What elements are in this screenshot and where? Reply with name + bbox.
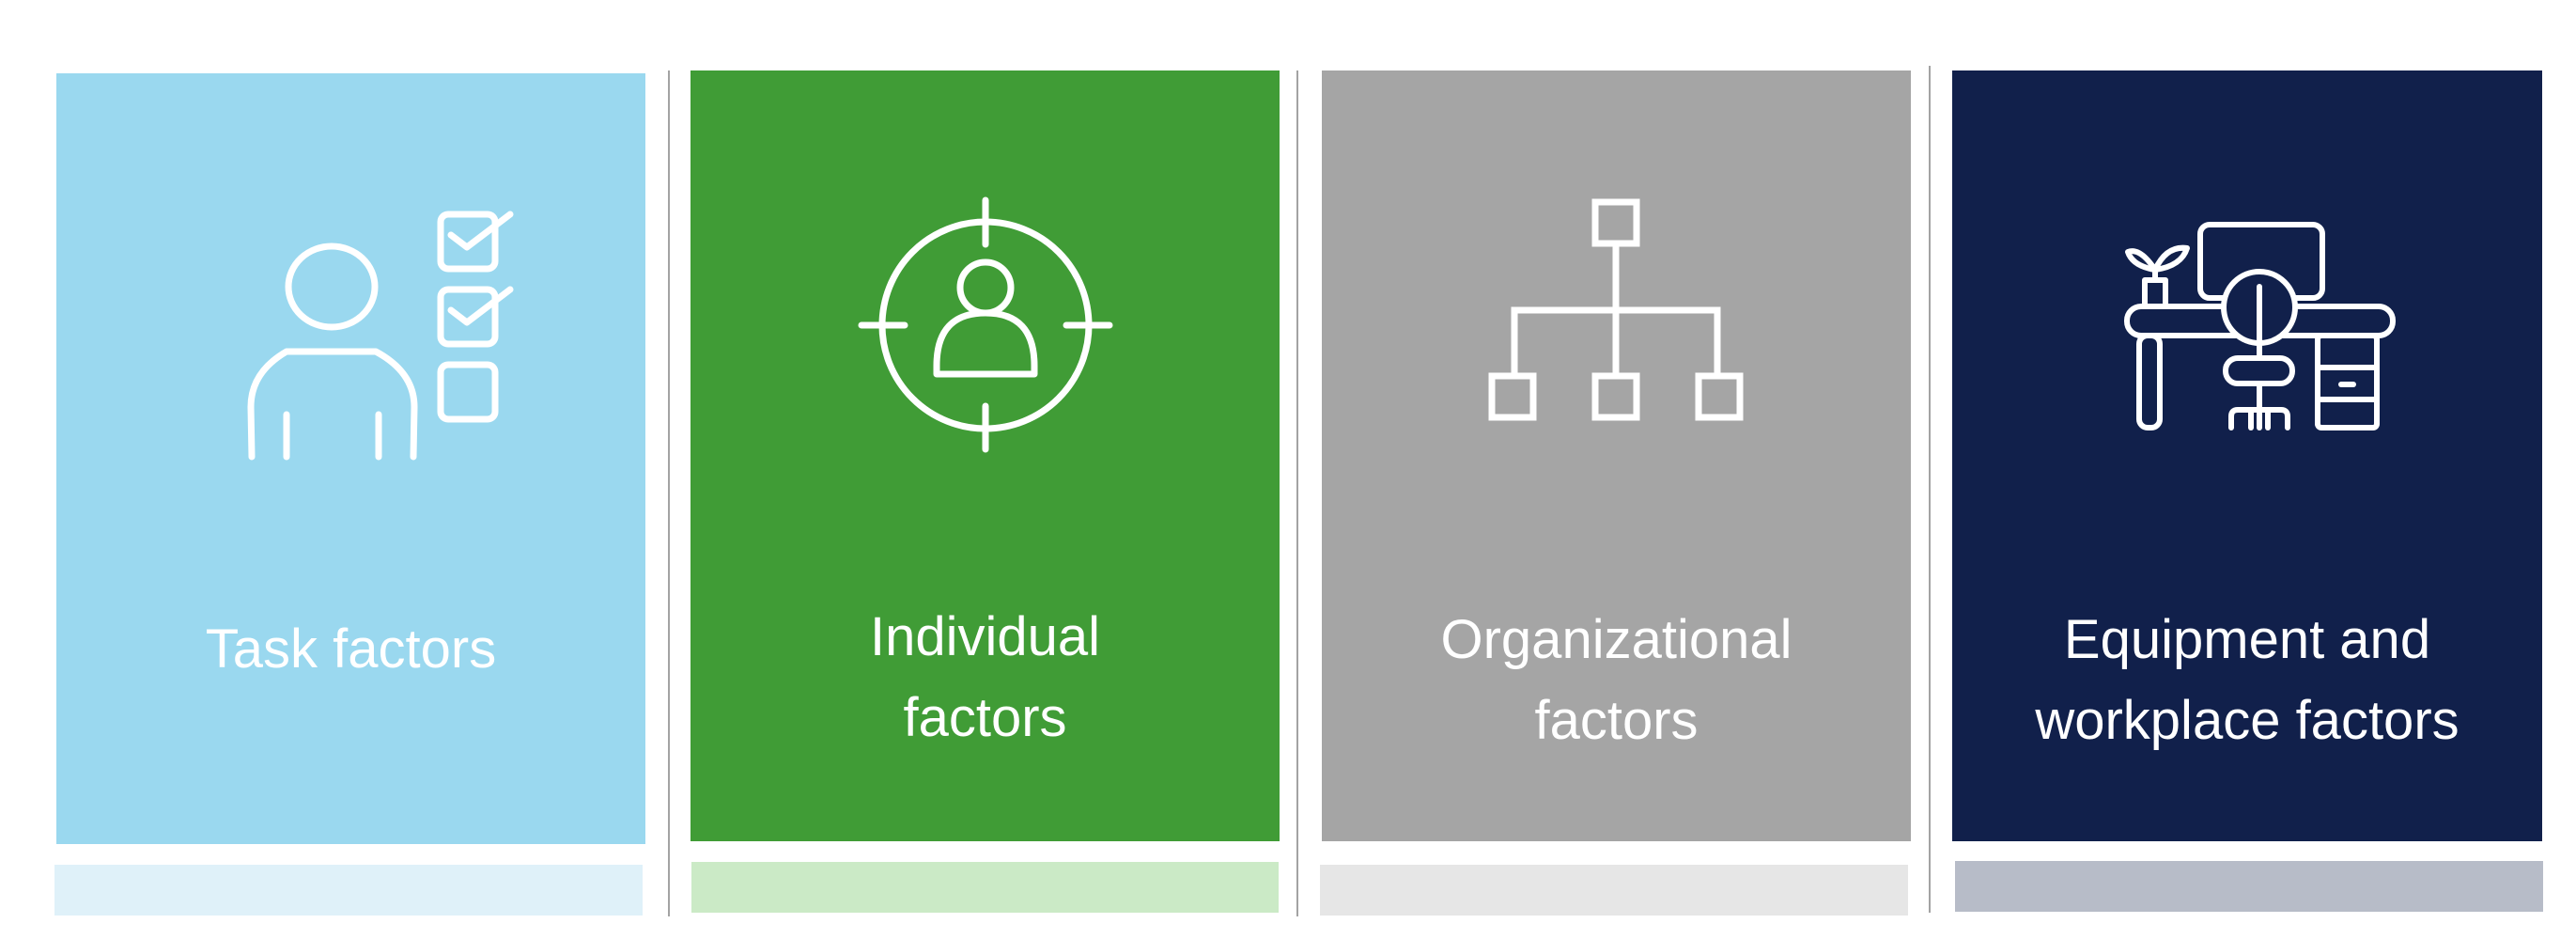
- card-accent-bar-organizational: [1320, 865, 1908, 916]
- card-task-factors: Task factors: [56, 73, 645, 844]
- label-line-1: Task factors: [205, 618, 497, 680]
- label-line-1: Equipment and: [2063, 609, 2431, 670]
- card-accent-bar-task: [54, 865, 643, 916]
- divider: [1929, 66, 1931, 913]
- card-accent-bar-equipment: [1955, 861, 2543, 912]
- card-individual-factors: Individual factors: [691, 70, 1280, 841]
- card-label: Individual factors: [691, 597, 1280, 759]
- person-target-icon: [858, 196, 1113, 453]
- org-chart-icon: [1488, 198, 1744, 421]
- card-accent-bar-individual: [691, 862, 1279, 913]
- card-label: Equipment and workplace factors: [1952, 600, 2542, 761]
- card-organizational-factors: Organizational factors: [1322, 70, 1911, 841]
- label-line-2: factors: [1534, 690, 1699, 751]
- divider: [1296, 70, 1298, 916]
- card-label: Organizational factors: [1322, 600, 1911, 761]
- label-line-1: Organizational: [1440, 609, 1792, 670]
- divider: [668, 70, 670, 916]
- card-equipment-workplace-factors: Equipment and workplace factors: [1952, 70, 2542, 841]
- label-line-2: workplace factors: [2035, 690, 2460, 751]
- label-line-1: Individual: [869, 606, 1101, 667]
- label-line-2: factors: [903, 687, 1067, 748]
- person-checklist-icon: [247, 211, 514, 461]
- card-label: Task factors: [56, 609, 645, 690]
- desk-workstation-icon: [2124, 222, 2396, 430]
